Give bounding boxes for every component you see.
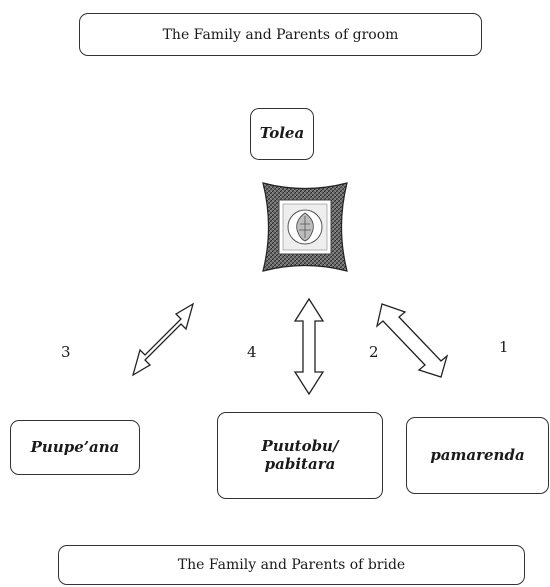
tolea-box: Tolea [250,108,314,160]
bride-family-label: The Family and Parents of bride [177,557,406,573]
groom-family-box: The Family and Parents of groom [79,13,482,56]
puutobu-pabitara-box: Puutobu/ pabitara [217,412,383,499]
puutobu-pabitara-label: Puutobu/ pabitara [261,437,339,473]
puupeana-box: Puupe’ana [10,420,140,475]
groom-family-label: The Family and Parents of groom [162,26,399,43]
number-1: 1 [499,338,509,356]
emblem-image [260,180,350,274]
puupeana-label: Puupe’ana [30,437,120,456]
arrow-2-double-arrow-icon [375,303,449,378]
arrow-3-double-arrow-icon [131,302,195,377]
bride-family-box: The Family and Parents of bride [58,545,525,585]
pamarenda-label: pamarenda [430,445,525,464]
tolea-label: Tolea [259,124,305,143]
number-2: 2 [369,343,379,361]
number-3: 3 [61,343,71,361]
arrow-4-double-arrow-icon [293,297,325,396]
pamarenda-box: pamarenda [406,417,549,494]
number-4: 4 [247,343,257,361]
